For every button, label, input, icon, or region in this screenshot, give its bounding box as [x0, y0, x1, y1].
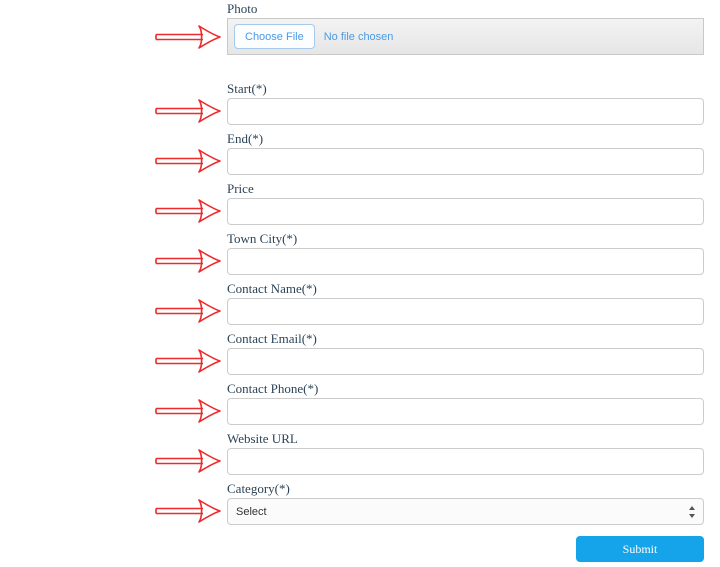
- field-photo: Photo Choose File No file chosen: [155, 1, 704, 55]
- field-contact-phone: Contact Phone(*): [155, 381, 704, 425]
- category-select[interactable]: Select: [227, 498, 704, 525]
- town-city-label: Town City(*): [227, 231, 298, 246]
- contact-name-label: Contact Name(*): [227, 281, 317, 296]
- contact-phone-input[interactable]: [227, 398, 704, 425]
- event-form: Photo Choose File No file chosen Start(*…: [155, 1, 704, 562]
- red-arrow-icon: [155, 99, 221, 123]
- red-arrow-icon: [155, 499, 221, 523]
- field-start: Start(*): [155, 81, 704, 125]
- select-stepper-icon: [689, 505, 695, 518]
- start-label: Start(*): [227, 81, 267, 96]
- field-town-city: Town City(*): [155, 231, 704, 275]
- red-arrow-icon: [155, 399, 221, 423]
- end-label: End(*): [227, 131, 264, 146]
- website-url-input[interactable]: [227, 448, 704, 475]
- red-arrow-icon: [155, 25, 221, 49]
- submit-row: Submit: [227, 536, 704, 562]
- field-price: Price: [155, 181, 704, 225]
- choose-file-button[interactable]: Choose File: [234, 24, 315, 49]
- category-selected-value: Select: [236, 505, 267, 518]
- field-category: Category(*) Select: [155, 481, 704, 525]
- submit-button[interactable]: Submit: [576, 536, 704, 562]
- photo-label: Photo: [227, 1, 258, 16]
- contact-email-input[interactable]: [227, 348, 704, 375]
- category-label: Category(*): [227, 481, 290, 496]
- red-arrow-icon: [155, 299, 221, 323]
- price-input[interactable]: [227, 198, 704, 225]
- contact-name-input[interactable]: [227, 298, 704, 325]
- field-contact-name: Contact Name(*): [155, 281, 704, 325]
- field-contact-email: Contact Email(*): [155, 331, 704, 375]
- end-input[interactable]: [227, 148, 704, 175]
- red-arrow-icon: [155, 199, 221, 223]
- price-label: Price: [227, 181, 254, 196]
- start-input[interactable]: [227, 98, 704, 125]
- website-url-label: Website URL: [227, 431, 298, 446]
- contact-phone-label: Contact Phone(*): [227, 381, 319, 396]
- town-city-input[interactable]: [227, 248, 704, 275]
- red-arrow-icon: [155, 249, 221, 273]
- photo-file-input[interactable]: Choose File No file chosen: [227, 18, 704, 55]
- field-end: End(*): [155, 131, 704, 175]
- red-arrow-icon: [155, 349, 221, 373]
- red-arrow-icon: [155, 149, 221, 173]
- red-arrow-icon: [155, 449, 221, 473]
- file-status-text: No file chosen: [323, 30, 394, 43]
- field-website-url: Website URL: [155, 431, 704, 475]
- contact-email-label: Contact Email(*): [227, 331, 317, 346]
